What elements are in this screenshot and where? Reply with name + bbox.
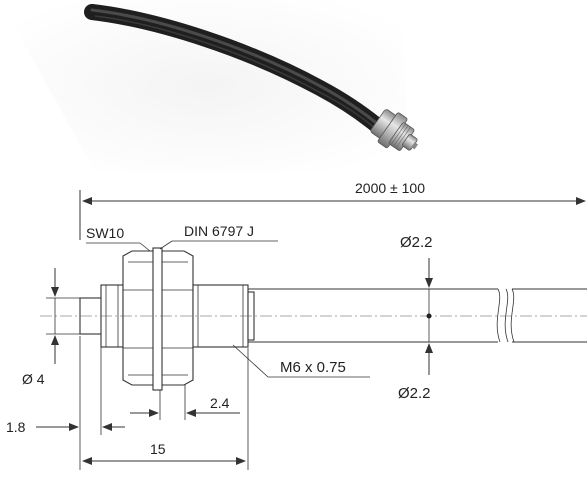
- cable-diameter-dimension: Ø2.2 Ø2.2: [398, 234, 433, 402]
- thread-length-label: 15: [150, 441, 166, 457]
- nut-labels: SW10 DIN 6797 J: [86, 223, 278, 252]
- fiber-head: [79, 247, 255, 391]
- wrench-size-label: SW10: [86, 225, 124, 241]
- threaded-head: [370, 109, 419, 151]
- tip-diameter-dimension: Ø 4: [22, 268, 80, 387]
- tip-length-label: 1.8: [6, 419, 26, 435]
- fiber-diameter-top: Ø2.2: [400, 234, 433, 251]
- thread-label: M6 x 0.75: [280, 359, 346, 376]
- photo-background: [0, 0, 410, 172]
- washer-width-dimension: 2.4: [130, 385, 240, 420]
- nut-standard-label: DIN 6797 J: [184, 223, 254, 239]
- tip-length-dimension: 1.8: [6, 336, 125, 470]
- length-label: 2000 ± 100: [355, 180, 425, 196]
- thread-callout: M6 x 0.75: [232, 344, 370, 378]
- product-photo: [0, 0, 419, 172]
- tip-diameter-label: Ø 4: [22, 371, 45, 387]
- overall-length-dimension: 2000 ± 100: [79, 180, 586, 240]
- fiber-diameter-bottom: Ø2.2: [398, 385, 431, 402]
- fiber-cable-outline: [248, 288, 587, 343]
- washer-width-label: 2.4: [210, 395, 230, 411]
- fiber-cable: [84, 4, 388, 136]
- lock-washer: [152, 247, 163, 391]
- thread-length-dimension: 15: [82, 348, 249, 470]
